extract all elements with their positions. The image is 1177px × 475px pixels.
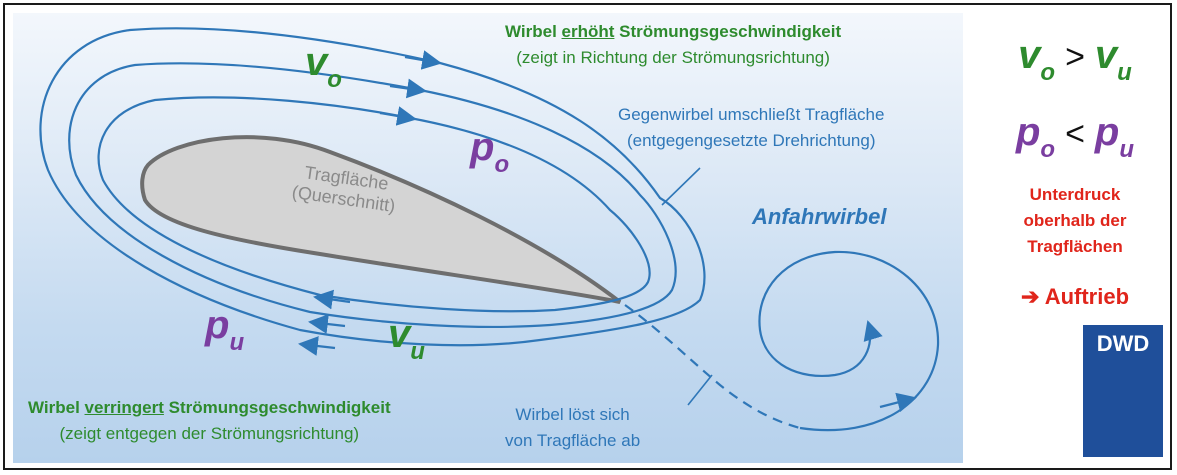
v-subscript: u (410, 338, 425, 365)
counter-vortex-line2: (entgegengesetzte Drehrichtung) (626, 131, 876, 150)
top-note: Wirbel erhöht Strömungsgeschwindigkeit (… (505, 22, 841, 68)
velocity-comparison: vo>vu (1018, 33, 1132, 86)
top-note-line1: Wirbel erhöht Strömungsgeschwindigkeit (505, 22, 842, 41)
bottom-note-line1: Wirbel verringert Strömungsgeschwindigke… (28, 398, 391, 417)
v-symbol: v (305, 40, 328, 84)
top-note-emphasis: erhöht (561, 22, 615, 41)
greater-than: > (1065, 38, 1085, 76)
low-pressure-line2: oberhalb der (1023, 211, 1127, 230)
v-subscript: o (327, 66, 342, 93)
p-symbol: p (205, 303, 230, 347)
dwd-logo-text: DWD (1096, 331, 1150, 356)
label-p-o: po (470, 125, 509, 179)
detaching-path (624, 304, 801, 430)
detach-line2: von Tragfläche ab (505, 431, 641, 450)
starting-vortex-spiral (758, 250, 940, 432)
arrow-top-middle (389, 78, 427, 99)
label-v-u: vu (388, 312, 425, 366)
starting-vortex-label: Anfahrwirbel (752, 204, 887, 229)
p-subscript: u (229, 329, 245, 356)
streamline-middle (68, 62, 677, 329)
bottom-note: Wirbel verringert Strömungsgeschwindigke… (28, 398, 391, 444)
streamline-inner (97, 96, 651, 313)
p-symbol: p (470, 125, 495, 169)
p-subscript: o (494, 151, 510, 178)
arrow-top-inner (379, 106, 417, 126)
pressure-comparison: po<pu (1015, 110, 1135, 163)
detach-line1: Wirbel löst sich (515, 405, 630, 424)
arrow-vortex-outer (879, 392, 917, 413)
low-pressure-line1: Unterdruck (1029, 185, 1121, 204)
arrow-bottom-middle (308, 314, 346, 334)
airfoil-shape (140, 135, 622, 304)
less-than: < (1065, 115, 1085, 153)
lift-result: ➔ Auftrieb (985, 284, 1165, 310)
arrow-right-icon: ➔ (1020, 284, 1040, 309)
counter-vortex-line1: Gegenwirbel umschließt Tragfläche (618, 105, 885, 124)
counter-vortex-note: Gegenwirbel umschließt Tragfläche (entge… (618, 105, 884, 151)
arrow-top-outer (404, 50, 442, 70)
callout-counter-vortex (661, 167, 701, 206)
detach-note: Wirbel löst sich von Tragfläche ab (505, 405, 640, 451)
low-pressure-note: Unterdruck oberhalb der Tragflächen (985, 182, 1165, 260)
lift-label: Auftrieb (1044, 284, 1130, 309)
v-symbol: v (388, 312, 411, 356)
label-v-o: vo (305, 40, 342, 94)
low-pressure-line3: Tragflächen (1027, 237, 1123, 256)
arrow-bottom-outer (298, 336, 336, 356)
callout-detach (687, 374, 713, 406)
bottom-note-emphasis: verringert (84, 398, 164, 417)
dwd-logo: DWD (1083, 325, 1163, 457)
arrow-bottom-inner (313, 289, 351, 310)
bottom-note-line2: (zeigt entgegen der Strömungsrichtung) (59, 424, 360, 443)
label-p-u: pu (205, 303, 244, 357)
top-note-line2: (zeigt in Richtung der Strömungsrichtung… (516, 48, 830, 67)
